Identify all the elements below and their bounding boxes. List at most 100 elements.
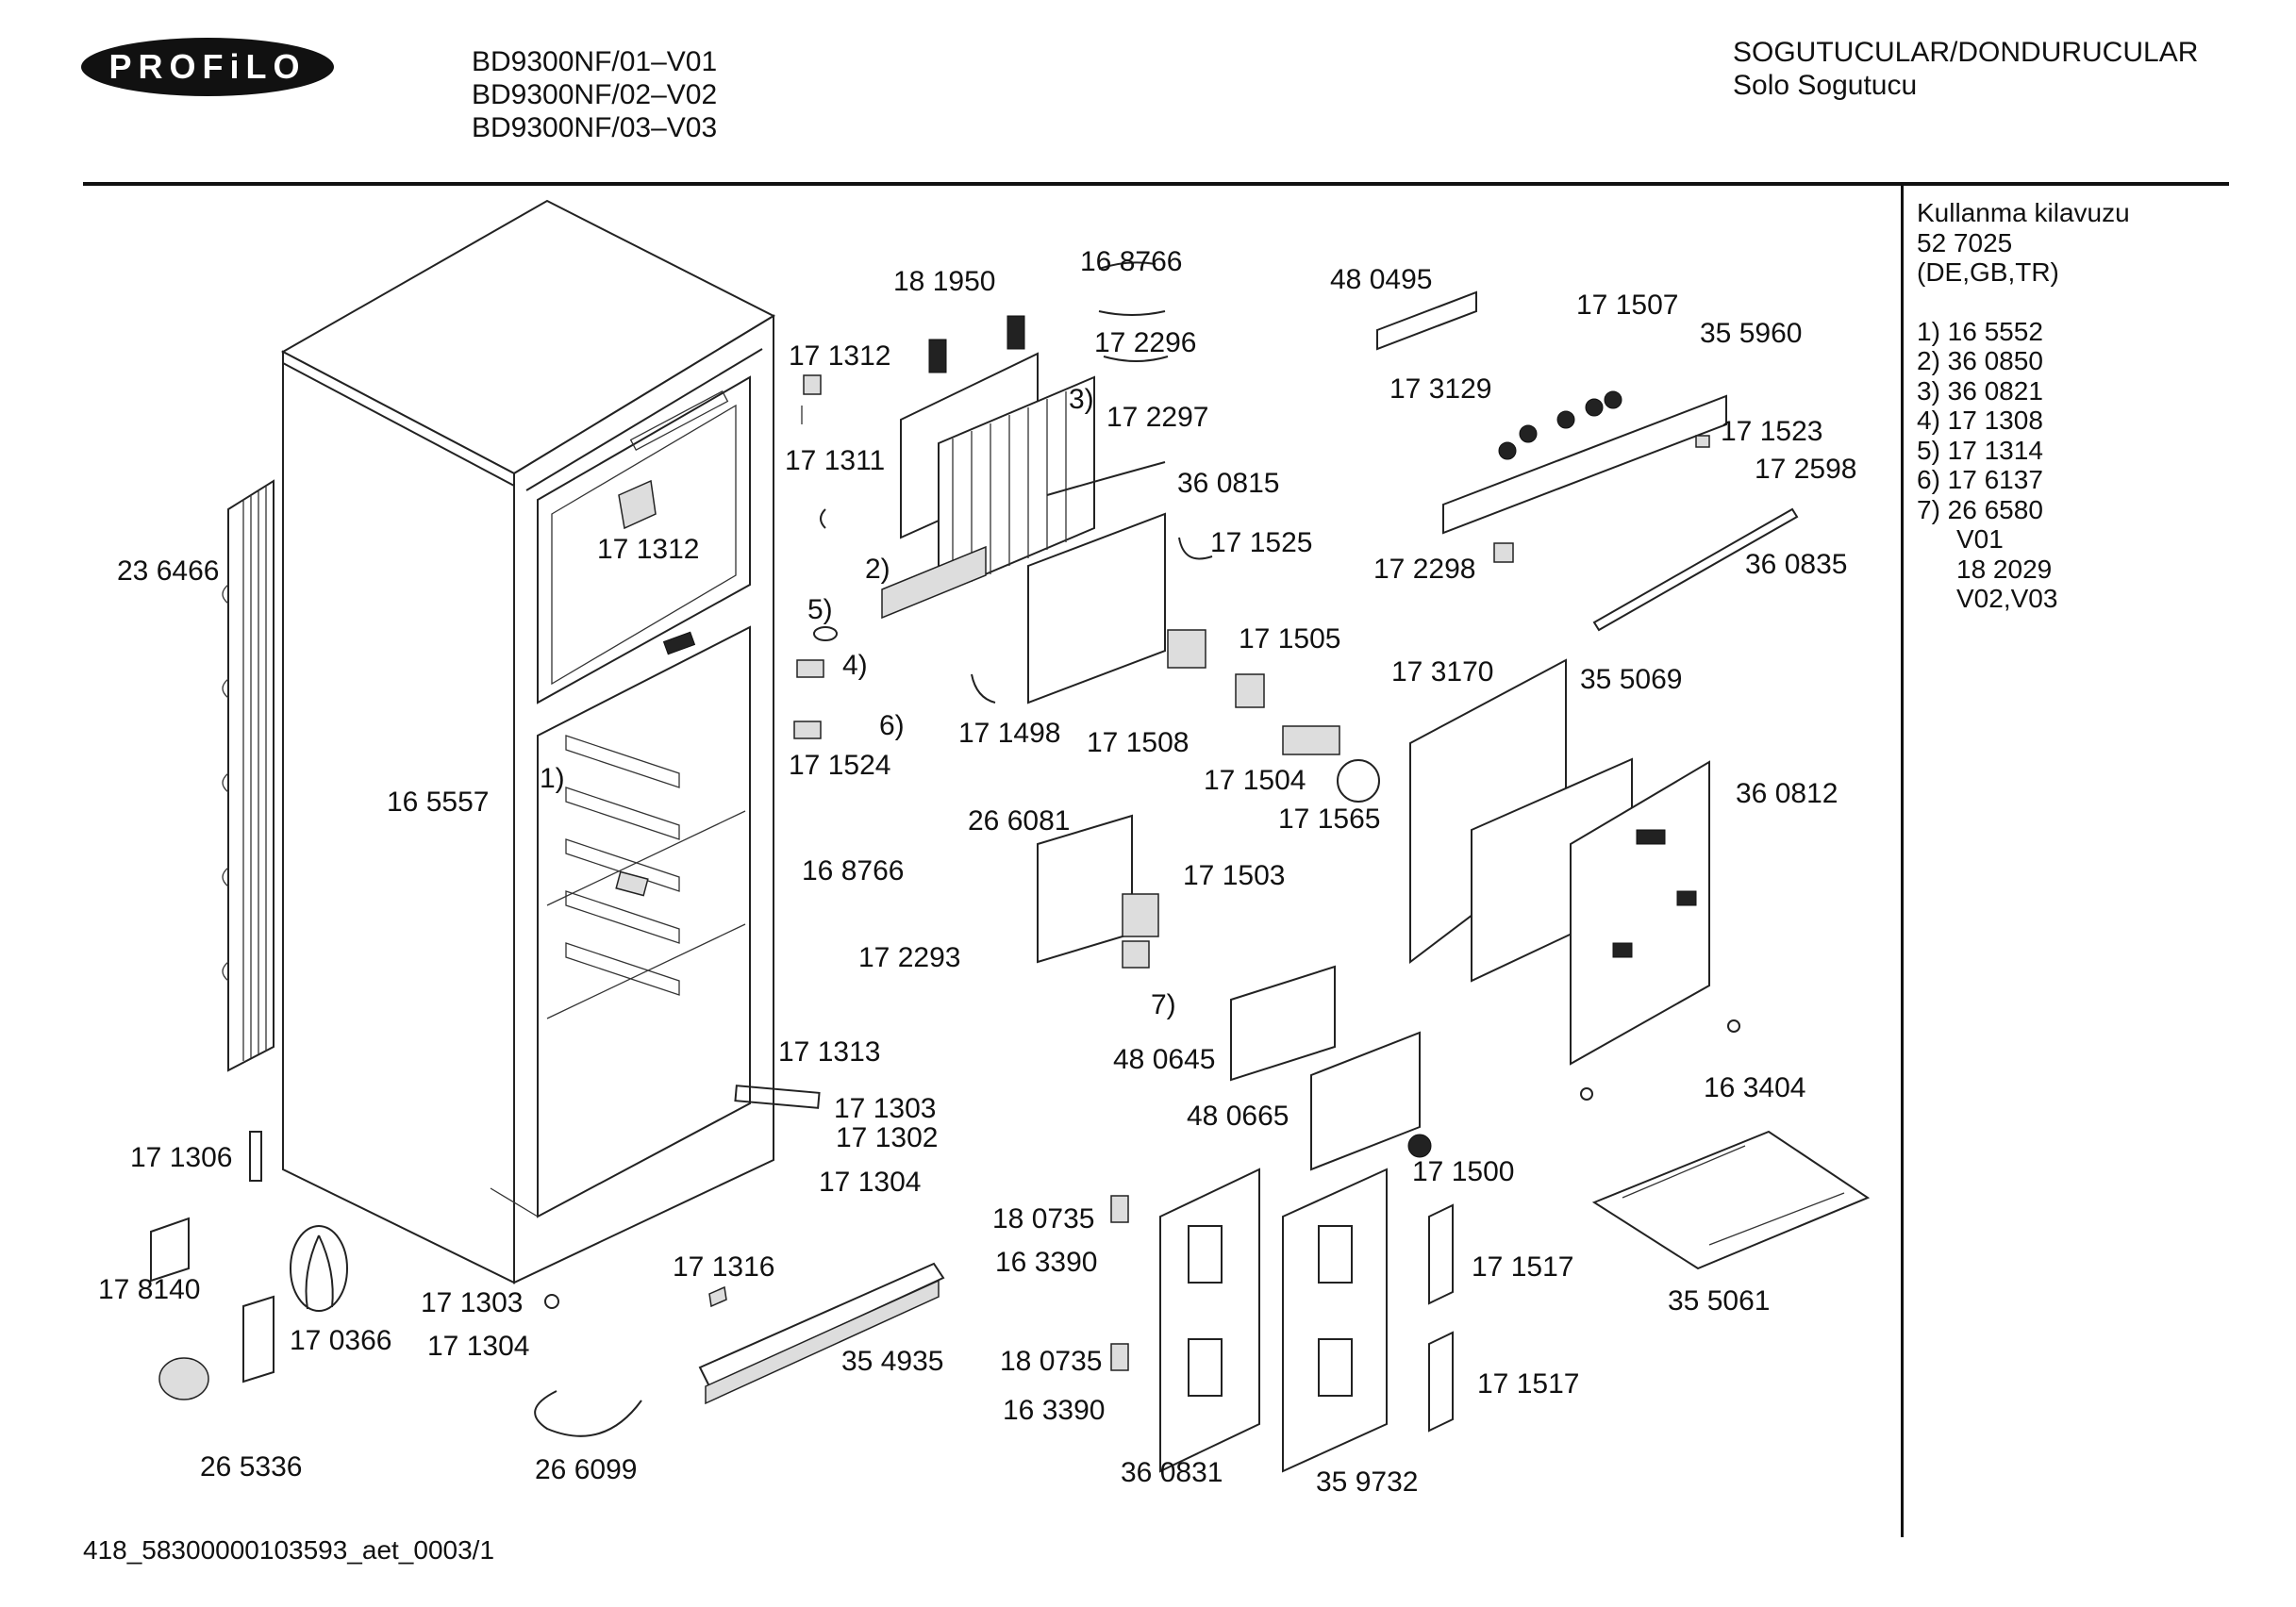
evaporator-assembly	[881, 261, 1169, 704]
callout-label: 17 3170	[1391, 656, 1494, 688]
callout-label: 36 0831	[1121, 1457, 1223, 1488]
callout-label: 26 6081	[968, 805, 1071, 837]
callout-label: 17 1303	[834, 1093, 937, 1124]
footnote-item: 6) 17 6137	[1917, 465, 2043, 494]
callout-label: 18 1950	[893, 266, 996, 297]
callout-label: 35 5960	[1700, 318, 1803, 349]
callout-label: 16 3390	[995, 1247, 1098, 1278]
callout-label: 48 0495	[1330, 264, 1433, 295]
callout-label: 5)	[807, 594, 833, 625]
callout-label: 16 5557	[387, 787, 490, 818]
callout-label: 16 8766	[802, 855, 905, 886]
callout-label: 36 0835	[1745, 549, 1848, 580]
callout-label: 48 0665	[1187, 1101, 1289, 1132]
callout-label: 17 1503	[1183, 860, 1286, 891]
callout-label: 6)	[879, 710, 905, 741]
footnote-item: 4) 17 1308	[1917, 406, 2043, 435]
callout-label: 17 2297	[1106, 402, 1209, 433]
callout-label: 17 1523	[1721, 416, 1823, 447]
callout-label: 26 5336	[200, 1451, 303, 1483]
callout-label: 16 3390	[1003, 1395, 1106, 1426]
callout-label: 4)	[842, 650, 868, 681]
callout-label: 16 8766	[1080, 246, 1183, 277]
condenser-coil	[222, 479, 275, 1072]
callout-label: 17 1517	[1472, 1251, 1574, 1283]
callout-label: 17 2293	[858, 942, 961, 973]
callout-label: 3)	[1069, 384, 1094, 415]
callout-label: 17 3129	[1389, 373, 1492, 405]
callout-label: 17 0366	[290, 1325, 392, 1356]
callout-label: 17 1303	[421, 1287, 524, 1318]
fridge-cabinet	[280, 199, 776, 1284]
callout-label: 17 1565	[1278, 804, 1381, 835]
lamp-cover-and-rails	[698, 1085, 1454, 1473]
callout-label: 17 1500	[1412, 1156, 1515, 1187]
manual-title: Kullanma kilavuzu	[1917, 198, 2130, 227]
callout-label: 1)	[540, 763, 565, 794]
callout-label: 17 2598	[1755, 454, 1857, 485]
callout-label: 17 1505	[1239, 623, 1341, 654]
callout-label: 17 2296	[1094, 327, 1197, 358]
callout-label: 17 1306	[130, 1142, 233, 1173]
callout-label: 35 4935	[841, 1346, 944, 1377]
callout-label: 17 1507	[1576, 290, 1679, 321]
callout-label: 18 0735	[1000, 1346, 1103, 1377]
callout-label: 35 5061	[1668, 1285, 1771, 1317]
footnote-item: 2) 36 0850	[1917, 346, 2043, 375]
header-divider	[83, 182, 2229, 186]
callout-label: 17 2298	[1373, 554, 1476, 585]
callout-label: 2)	[865, 554, 890, 585]
footnote-item: 5) 17 1314	[1917, 435, 2043, 465]
callout-label: 7)	[1151, 989, 1176, 1020]
callout-label: 17 1304	[427, 1331, 530, 1362]
sidebar-divider	[1901, 184, 1904, 1537]
callout-label: 17 8140	[98, 1274, 201, 1305]
model-list: BD9300NF/01–V01 BD9300NF/02–V02 BD9300NF…	[472, 45, 717, 144]
parts-notes-sidebar: Kullanma kilavuzu 52 7025 (DE,GB,TR) 1) …	[1917, 198, 2130, 614]
callout-label: 17 1498	[958, 718, 1061, 749]
callout-label: 17 1302	[836, 1122, 939, 1153]
door-panels	[1409, 658, 1871, 1270]
brand-logo: PROFiLO	[81, 38, 334, 96]
fan-and-control-parts	[1037, 629, 1432, 1171]
callout-label: 17 1524	[789, 750, 891, 781]
callout-label: 17 1316	[673, 1251, 775, 1283]
model-line: BD9300NF/01–V01	[472, 46, 718, 77]
footnote-item: 7) 26 6580	[1917, 494, 2043, 524]
callout-label: 17 1312	[597, 534, 700, 565]
footnote-note: V01	[1956, 524, 2004, 554]
product-category: SOGUTUCULAR/DONDURUCULAR Solo Sogutucu	[1733, 36, 2198, 102]
control-panels-right	[1376, 290, 1799, 632]
callout-label: 23 6466	[117, 555, 220, 587]
model-line: BD9300NF/02–V02	[472, 79, 718, 110]
compressor-fan-parts	[150, 1131, 642, 1437]
footnote-item: 3) 36 0821	[1917, 375, 2043, 406]
callout-label: 17 1304	[819, 1167, 922, 1198]
callout-label: 17 1312	[789, 340, 891, 372]
manual-languages: (DE,GB,TR)	[1917, 257, 2059, 287]
category-subtitle: Solo Sogutucu	[1733, 70, 1918, 101]
document-code: 418_58300000103593_aet_0003/1	[83, 1535, 495, 1565]
callout-label: 17 1504	[1204, 765, 1306, 796]
callout-label: 48 0645	[1113, 1044, 1216, 1075]
callout-label: 26 6099	[535, 1454, 638, 1485]
callout-label: 17 1517	[1477, 1368, 1580, 1400]
callout-label: 35 5069	[1580, 664, 1683, 695]
callout-label: 17 1313	[778, 1036, 881, 1068]
model-line: BD9300NF/03–V03	[472, 112, 718, 143]
callout-label: 17 1508	[1087, 727, 1190, 758]
footnote-note: V02,V03	[1956, 584, 2058, 613]
callout-label: 36 0812	[1736, 778, 1838, 809]
footnote-note: 18 2029	[1956, 554, 2053, 584]
manual-number: 52 7025	[1917, 227, 2013, 257]
callout-label: 36 0815	[1177, 468, 1280, 499]
category-title: SOGUTUCULAR/DONDURUCULAR	[1733, 37, 2199, 68]
callout-label: 17 1311	[785, 445, 886, 476]
callout-label: 18 0735	[992, 1203, 1095, 1234]
footnote-item: 1) 16 5552	[1917, 316, 2043, 346]
callout-label: 17 1525	[1210, 527, 1313, 558]
callout-label: 16 3404	[1704, 1072, 1806, 1103]
callout-label: 35 9732	[1316, 1466, 1419, 1498]
small-parts-left	[618, 374, 1213, 739]
